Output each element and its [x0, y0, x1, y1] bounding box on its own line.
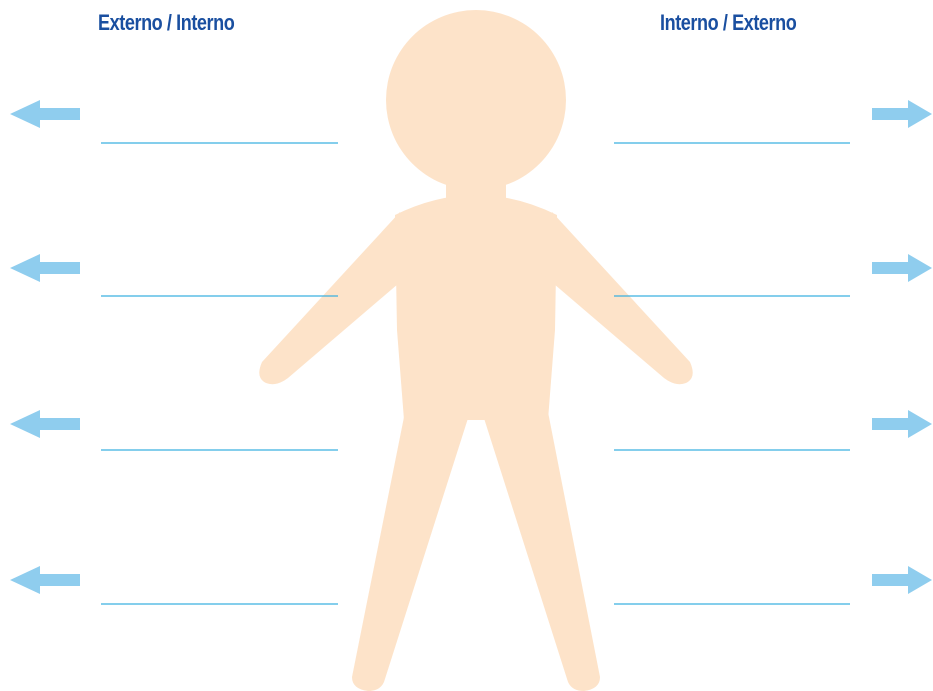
- right-leg-shape: [482, 412, 600, 691]
- heading-external-internal: Externo / Interno: [98, 10, 235, 35]
- left-arm-shape: [259, 212, 412, 385]
- arrow-left-icon: [10, 100, 80, 128]
- heading-internal-external: Interno / Externo: [660, 10, 797, 35]
- arrow-right-icon: [872, 566, 932, 594]
- left-leg-shape: [352, 412, 470, 691]
- arrow-left-icon: [10, 254, 80, 282]
- head-shape: [386, 10, 566, 190]
- arrow-left-icon: [10, 410, 80, 438]
- arrow-right-icon: [872, 410, 932, 438]
- arrow-right-icon: [872, 254, 932, 282]
- arrow-left-icon: [10, 566, 80, 594]
- arrow-right-icon: [872, 100, 932, 128]
- right-arm-shape: [540, 212, 693, 385]
- torso-shape: [395, 195, 557, 420]
